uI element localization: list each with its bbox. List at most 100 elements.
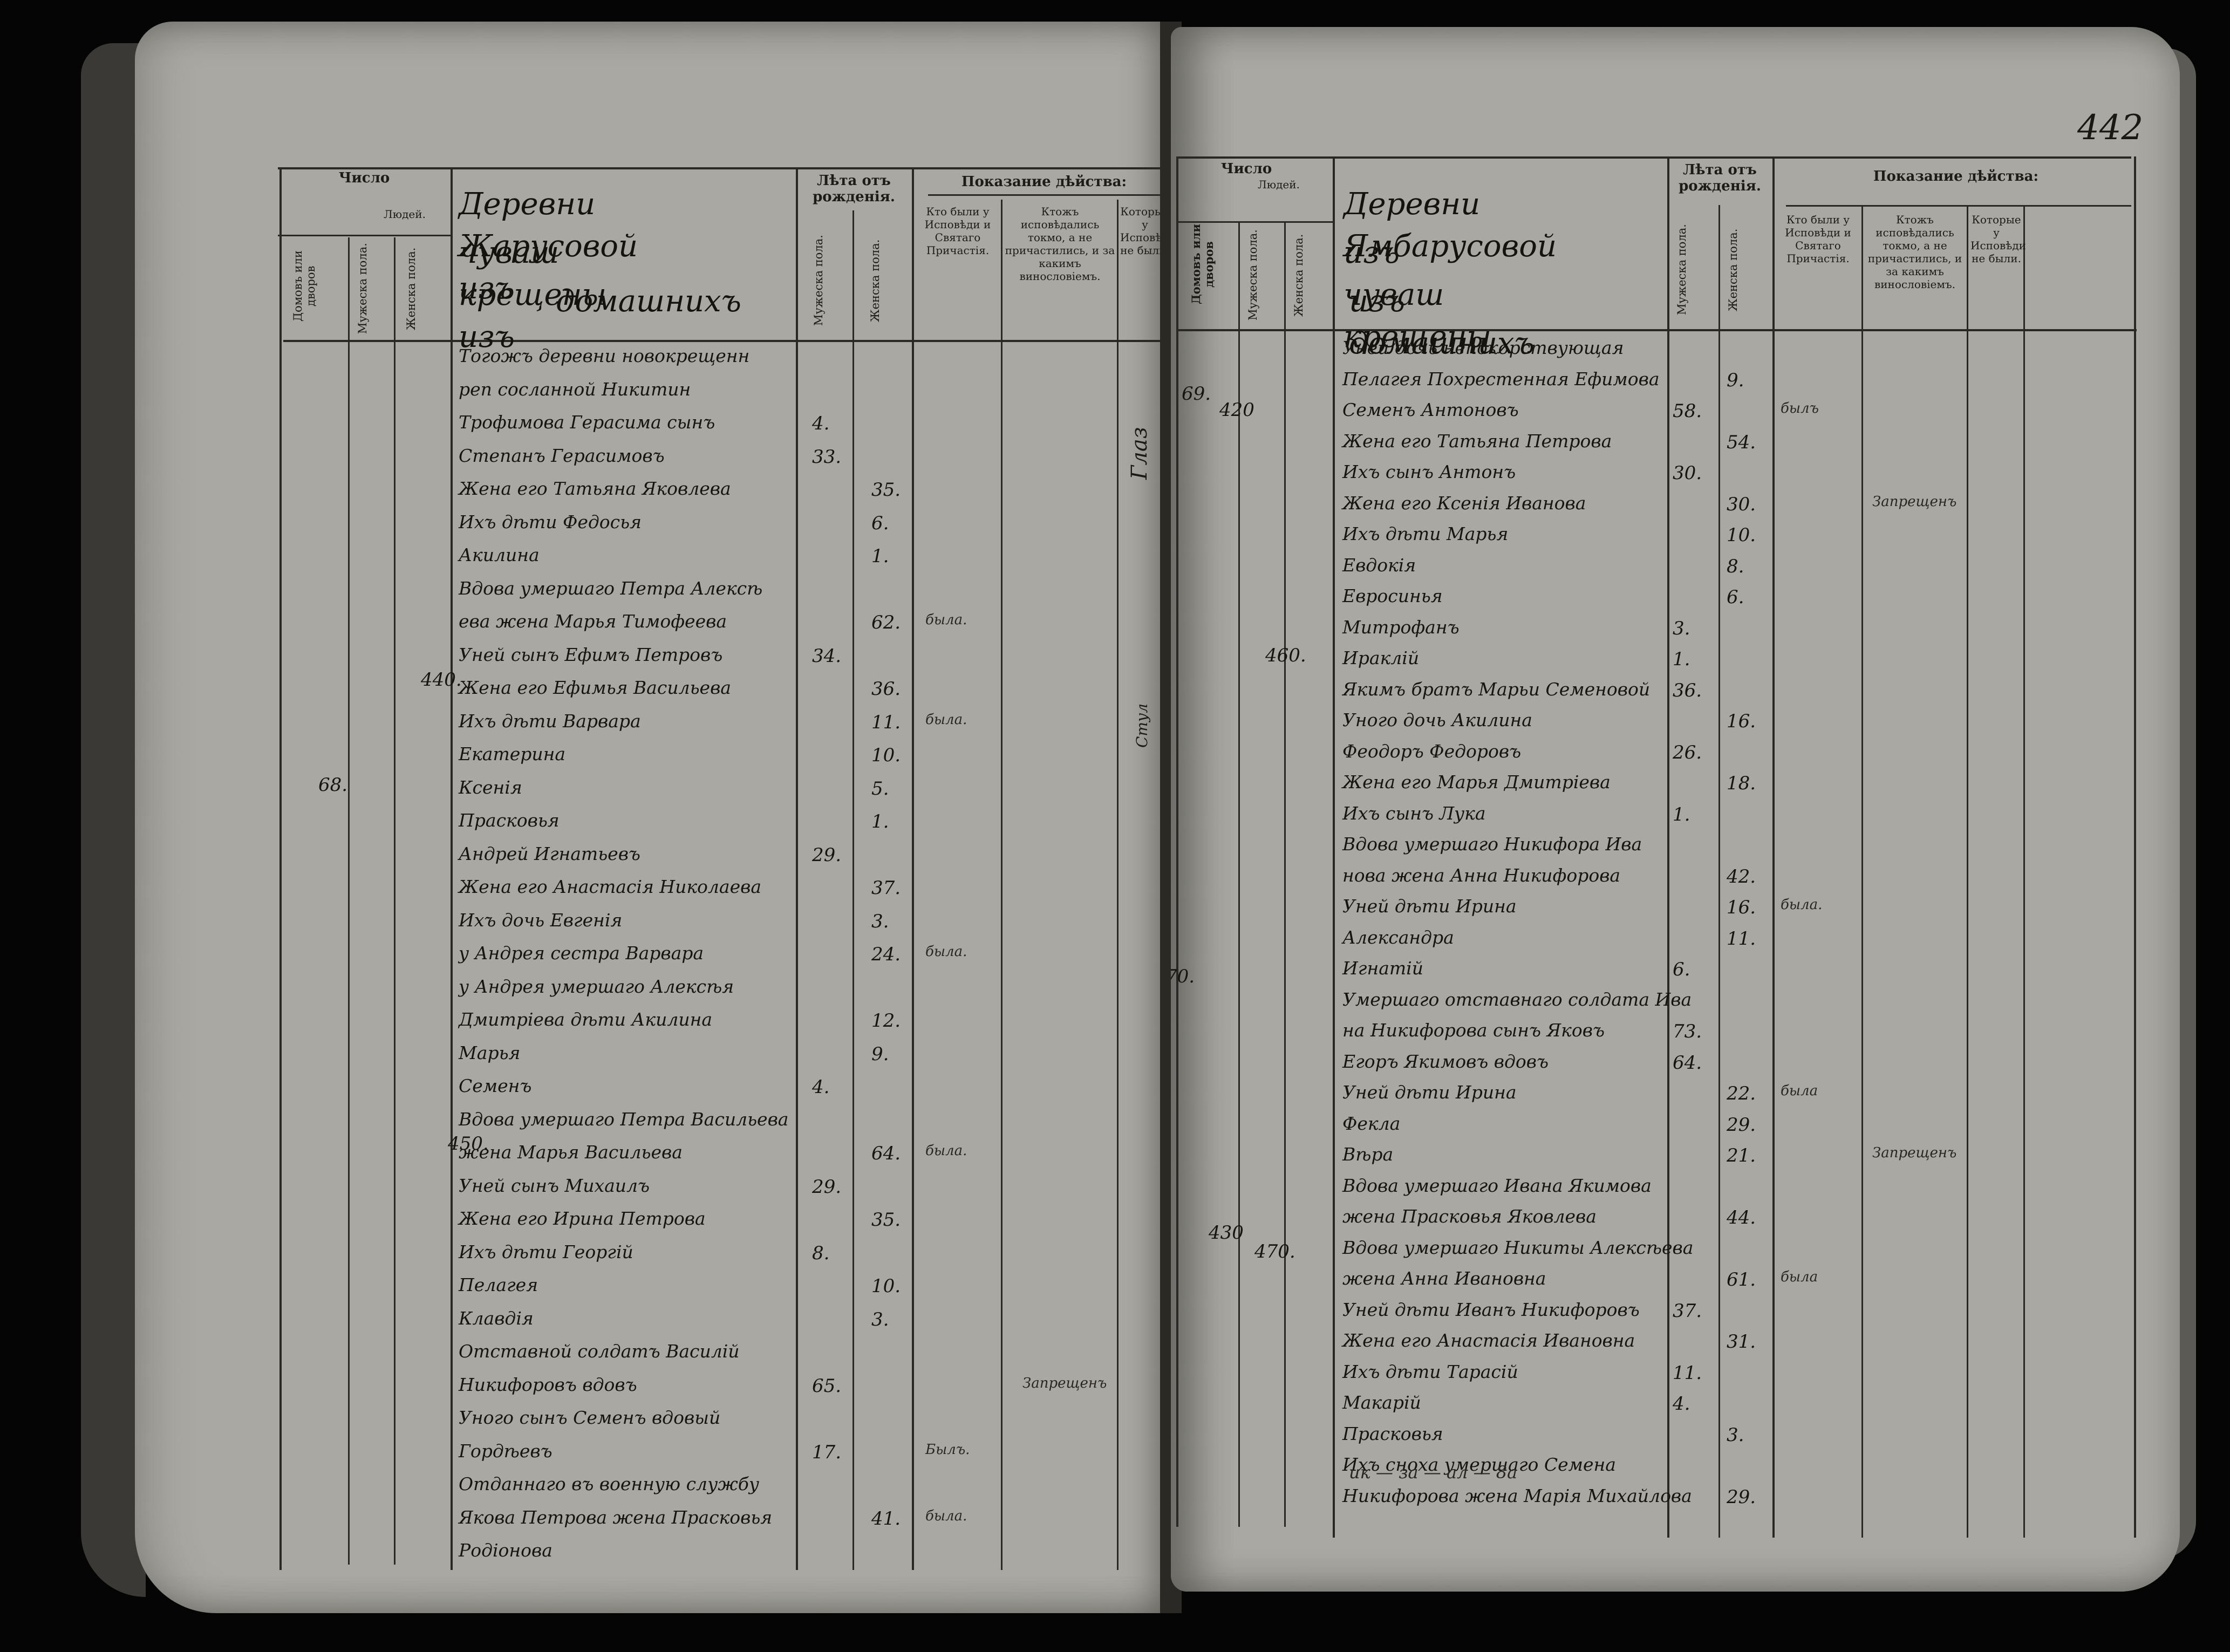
register-entry: Феодоръ Федоровъ	[1342, 740, 1522, 762]
age-female: 6.	[1727, 586, 1744, 608]
age-male: 1.	[1673, 803, 1690, 825]
register-entry: Ксенія	[459, 776, 522, 798]
age-male: 64.	[1673, 1052, 1702, 1074]
age-female: 9.	[1727, 369, 1744, 391]
confession-note: былъ	[1781, 400, 1819, 417]
age-male: 17.	[812, 1441, 842, 1463]
confession-note: была	[1781, 1269, 1818, 1285]
register-entry: Жена его Ирина Петрова	[459, 1208, 706, 1229]
age-female: 35.	[871, 1209, 901, 1231]
register-entry: Жена его Ксенія Иванова	[1342, 492, 1586, 514]
header-chislo: Число	[338, 170, 390, 186]
age-female: 11.	[871, 711, 901, 733]
header-kotorye: Которые у Исповѣди не были.	[1970, 213, 2026, 265]
register-entry: Жена его Татьяна Петрова	[1342, 430, 1612, 452]
header-leta-m: Мужеска пола.	[1675, 224, 1688, 316]
register-entry: Вѣра	[1342, 1144, 1394, 1165]
age-female: 12.	[871, 1010, 901, 1032]
register-entry: Уней сынъ Ефимъ Петровъ	[459, 644, 723, 665]
register-entry: Клавдія	[459, 1307, 534, 1329]
age-male: 34.	[812, 645, 842, 667]
age-male: 4.	[1673, 1393, 1690, 1415]
register-entry: у Андрея сестра Варвара	[459, 943, 704, 964]
register-entry: Отставной солдатъ Василій	[459, 1341, 740, 1362]
header-leta: Лѣта отъ рожденія.	[1679, 162, 1761, 194]
register-entry: Вдова умершаго Никифора Ива	[1342, 834, 1642, 855]
register-entry: Ихъ дочь Евгенія	[459, 909, 623, 931]
header-kto-byli: Кто были у Исповѣди и Святаго Причастія.	[924, 205, 991, 257]
header-zhenska: Женска пола.	[1292, 234, 1305, 317]
side-number: 450.	[448, 1133, 489, 1155]
right-page: 442 Число Людей. Домовъ или дворов Мужес…	[1171, 27, 2180, 1592]
age-male: 33.	[812, 446, 842, 468]
title-line-3: домашнихъ	[556, 284, 741, 319]
header-muzheska: Мужеска пола.	[1246, 229, 1259, 321]
age-male: 65.	[812, 1375, 842, 1397]
register-entry: Якимъ братъ Марьи Семеновой	[1342, 678, 1651, 700]
header-kto-zh: Ктожъ исповѣдались токмо, а не причастил…	[1867, 213, 1962, 291]
age-male: 6.	[1673, 959, 1690, 980]
header-pokazanie: Показание дѣйства:	[1873, 168, 2039, 185]
register-entry: Уного сынъ Семенъ вдовый	[459, 1407, 721, 1428]
age-female: 10.	[871, 745, 901, 766]
register-entry: Никифоровъ вдовъ	[459, 1374, 637, 1395]
header-domov: Домовъ или дворов	[1189, 224, 1216, 305]
age-male: 36.	[1673, 679, 1702, 701]
side-number: 430	[1209, 1222, 1244, 1244]
register-entry: Семенъ	[459, 1075, 532, 1096]
register-entry: Прасковья	[1342, 1423, 1443, 1444]
side-number: 70.	[1171, 966, 1195, 987]
age-female: 1.	[871, 545, 889, 567]
register-entry: Умершаго отставнаго солдата Ива	[1342, 988, 1692, 1010]
title-line-2: чуваш крещены изъ	[459, 235, 607, 354]
register-entry: Гордѣевъ	[459, 1440, 553, 1462]
side-number: 440.	[421, 669, 462, 691]
confession-note: Запрещенъ	[1872, 493, 1957, 510]
header-domov: Домовъ или дворов	[291, 250, 317, 322]
register-entry: Степанъ Герасимовъ	[459, 445, 665, 466]
side-number: 68.	[318, 774, 348, 796]
age-male: 73.	[1673, 1021, 1702, 1042]
register-entry: Егоръ Якимовъ вдовъ	[1342, 1050, 1549, 1072]
register-entry: Жена его Ефимья Васильева	[459, 677, 731, 698]
confession-note: была.	[925, 944, 967, 960]
register-entry: Ихъ сынъ Антонъ	[1342, 461, 1516, 482]
header-leta-m: Мужеска пола.	[812, 235, 825, 326]
age-female: 31.	[1727, 1331, 1756, 1353]
register-entry: Прасковья	[459, 810, 560, 831]
register-entry: Вдова умершаго Петра Алексѣ	[459, 577, 763, 599]
age-female: 18.	[1727, 773, 1756, 794]
title-line-3: изъ домашнихъ	[1349, 284, 1535, 361]
age-male: 4.	[812, 413, 830, 434]
register-entry: Марья	[459, 1042, 521, 1063]
register-entry: Жена его Марья Дмитріева	[1342, 772, 1611, 793]
confession-note: была.	[925, 1143, 967, 1159]
age-female: 6.	[871, 512, 889, 534]
header-leta: Лѣта отъ рожденія.	[813, 173, 895, 205]
age-female: 64.	[871, 1143, 901, 1164]
register-entry: жена Анна Ивановна	[1342, 1268, 1546, 1289]
confession-note: была	[1781, 1083, 1818, 1099]
register-entry: Евросинья	[1342, 585, 1443, 606]
age-male: 3.	[1673, 617, 1690, 639]
register-entry: Пелагея	[459, 1274, 538, 1295]
header-kto-byli: Кто были у Исповѣди и Святаго Причастія.	[1785, 213, 1851, 265]
age-female: 24.	[871, 944, 901, 965]
register-entry: Фекла	[1342, 1112, 1401, 1134]
register-entry: жена Марья Васильева	[459, 1142, 683, 1163]
register-entry: Жена его Татьяна Яковлева	[459, 478, 731, 499]
register-entry: Дмитріева дѣти Акилина	[459, 1009, 713, 1030]
age-male: 4.	[812, 1076, 830, 1098]
age-female: 16.	[1727, 897, 1756, 918]
age-male: 26.	[1673, 741, 1702, 763]
header-pokazanie: Показание дѣйства:	[961, 174, 1127, 190]
left-page: Число Людей. Домовъ или дворов Мужеска п…	[135, 22, 1176, 1613]
confession-note: была.	[925, 711, 967, 728]
age-female: 5.	[871, 777, 889, 800]
title-line-1: Деревни Ямбарусовой	[1344, 187, 1557, 264]
register-entry: Ихъ дѣти Федосья	[459, 511, 642, 533]
confession-note: была.	[1781, 897, 1823, 913]
age-female: 11.	[1727, 927, 1756, 950]
register-entry: у Андрея умершаго Алексѣя	[459, 975, 734, 997]
age-female: 9.	[871, 1043, 889, 1065]
